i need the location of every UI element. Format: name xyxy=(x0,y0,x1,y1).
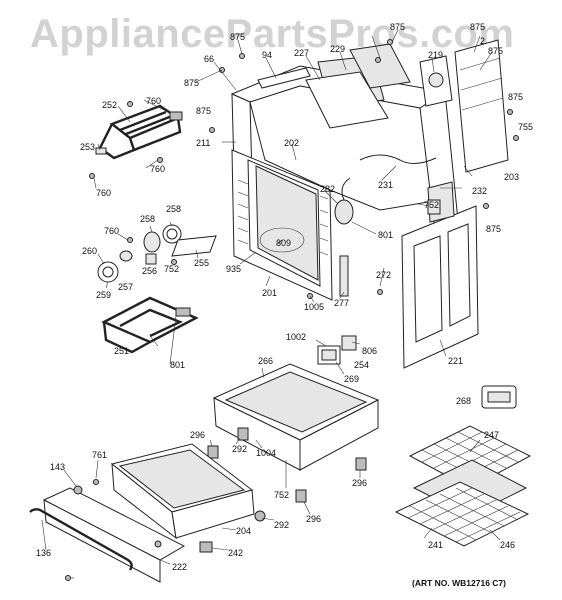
callout-282: 282 xyxy=(320,184,336,194)
callout-254: 254 xyxy=(354,360,370,370)
callout-66: 66 xyxy=(204,54,215,64)
watermark: AppliancePartsPros.com xyxy=(30,12,515,56)
callout-211: 211 xyxy=(196,138,211,148)
callout-247: 247 xyxy=(484,430,500,440)
callout-269: 269 xyxy=(344,374,360,384)
callout-257: 257 xyxy=(118,282,134,292)
callout-1005: 1005 xyxy=(304,302,325,312)
leader-lines xyxy=(41,29,501,579)
callout-292: 292 xyxy=(274,520,290,530)
callout-875: 875 xyxy=(184,78,200,88)
callout-143: 143 xyxy=(50,462,66,472)
callout-875: 875 xyxy=(470,22,486,32)
callout-246: 246 xyxy=(500,540,516,550)
callout-219: 219 xyxy=(428,50,444,60)
callout-875: 875 xyxy=(486,224,502,234)
callout-801: 801 xyxy=(170,360,186,370)
callout-809: 809 xyxy=(276,238,292,248)
callout-221: 221 xyxy=(448,356,464,366)
callout-2: 2 xyxy=(480,36,486,46)
oven-body xyxy=(230,39,509,369)
callout-259: 259 xyxy=(96,290,112,300)
callout-256: 256 xyxy=(142,266,158,276)
callout-760: 760 xyxy=(96,188,112,198)
callout-253: 253 xyxy=(80,142,96,152)
callout-752: 752 xyxy=(424,200,440,210)
callout-231: 231 xyxy=(378,180,394,190)
callout-752: 752 xyxy=(164,264,180,274)
art-number: (ART NO. WB12716 C7) xyxy=(412,578,506,588)
callout-760: 760 xyxy=(150,164,166,174)
callout-242: 242 xyxy=(228,548,244,558)
callout-277: 277 xyxy=(334,298,350,308)
callout-203: 203 xyxy=(504,172,520,182)
drawer-support xyxy=(207,363,380,503)
broil-element xyxy=(98,104,183,160)
callout-875: 875 xyxy=(196,106,212,116)
bake-element xyxy=(101,296,199,354)
callout-229: 229 xyxy=(330,44,346,54)
callout-875: 875 xyxy=(488,46,504,56)
callout-875: 875 xyxy=(230,32,246,42)
callout-1002: 1002 xyxy=(286,332,307,342)
callout-136: 136 xyxy=(36,548,52,558)
callout-258: 258 xyxy=(166,204,182,214)
callout-232: 232 xyxy=(472,186,488,196)
oven-racks xyxy=(394,425,532,547)
callout-251: 251 xyxy=(114,346,130,356)
callout-755: 755 xyxy=(518,122,534,132)
callout-272: 272 xyxy=(376,270,392,280)
callout-94: 94 xyxy=(262,50,273,60)
callout-875: 875 xyxy=(508,92,524,102)
callout-241: 241 xyxy=(428,540,444,550)
storage-drawer xyxy=(110,443,266,553)
callout-801: 801 xyxy=(378,230,394,240)
callout-266: 266 xyxy=(258,356,274,366)
callout-292: 292 xyxy=(232,444,248,454)
callout-268: 268 xyxy=(456,396,472,406)
callout-875: 875 xyxy=(390,22,406,32)
callout-806: 806 xyxy=(362,346,378,356)
callout-255: 255 xyxy=(194,258,210,268)
callout-227: 227 xyxy=(294,48,310,58)
callout-222: 222 xyxy=(172,562,188,572)
callout-202: 202 xyxy=(284,138,300,148)
callout-760: 760 xyxy=(146,96,162,106)
callout-252: 252 xyxy=(102,100,118,110)
callout-204: 204 xyxy=(236,526,252,536)
callout-260: 260 xyxy=(82,246,98,256)
callout-752: 752 xyxy=(274,490,290,500)
callout-258: 258 xyxy=(140,214,156,224)
callout-296: 296 xyxy=(306,514,322,524)
callout-1004: 1004 xyxy=(256,448,277,458)
callout-761: 761 xyxy=(92,450,108,460)
callout-296: 296 xyxy=(352,478,368,488)
callout-935: 935 xyxy=(226,264,242,274)
callout-201: 201 xyxy=(262,288,278,298)
callout-296: 296 xyxy=(190,430,206,440)
callout-760: 760 xyxy=(104,226,120,236)
drawer-front xyxy=(29,479,186,583)
